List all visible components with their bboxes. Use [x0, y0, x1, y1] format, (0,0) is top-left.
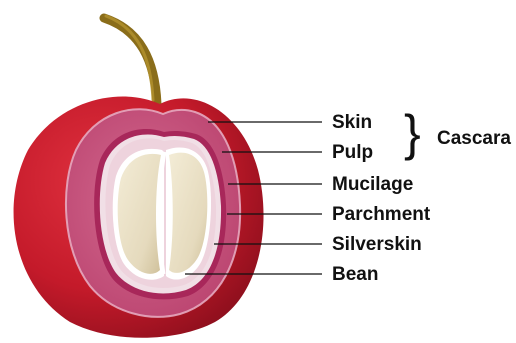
label-pulp: Pulp	[332, 143, 373, 162]
label-parchment: Parchment	[332, 205, 430, 224]
label-cascara: Cascara	[437, 129, 511, 148]
label-skin: Skin	[332, 113, 372, 132]
label-mucilage: Mucilage	[332, 175, 413, 194]
label-silverskin: Silverskin	[332, 235, 422, 254]
label-bean: Bean	[332, 265, 378, 284]
cascara-brace: }	[404, 108, 421, 158]
